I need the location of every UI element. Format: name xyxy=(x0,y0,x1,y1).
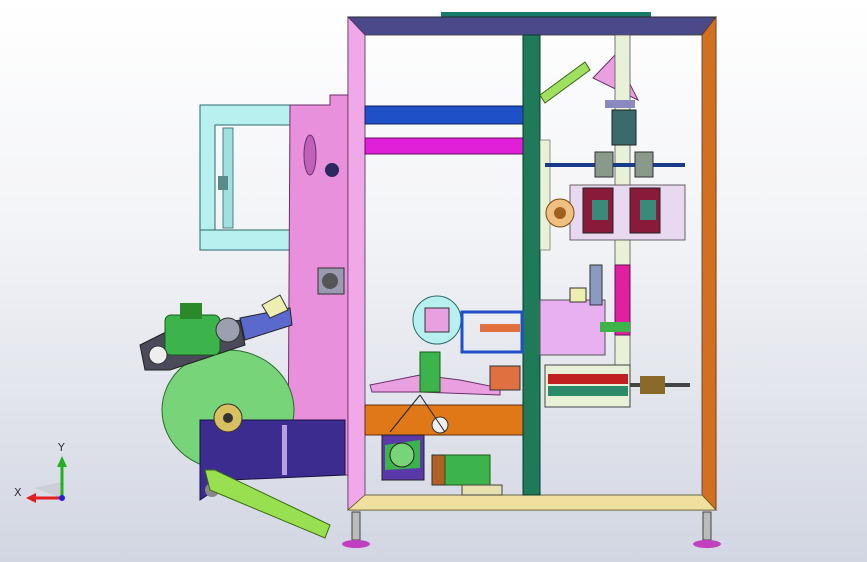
inclined-link[interactable] xyxy=(539,61,591,104)
bag-cutter[interactable] xyxy=(412,295,524,354)
triad-y-label: Y xyxy=(58,441,65,454)
main-frame[interactable] xyxy=(346,12,717,512)
triad-x-label: X xyxy=(14,486,22,499)
blue-bar[interactable] xyxy=(364,105,524,125)
vertical-sealer[interactable] xyxy=(539,139,686,251)
pneumatic-cylinder[interactable] xyxy=(369,351,690,408)
lever-arm[interactable] xyxy=(204,469,331,539)
film-guide-bracket[interactable] xyxy=(199,104,301,251)
horizontal-sealer[interactable] xyxy=(539,264,631,356)
center-post[interactable] xyxy=(522,34,541,496)
magenta-bar[interactable] xyxy=(364,137,524,155)
coordinate-triad xyxy=(26,456,67,503)
machine-legs xyxy=(342,511,721,548)
unwind-motor[interactable] xyxy=(139,294,293,371)
drive-motor[interactable] xyxy=(381,394,503,496)
pink-side-plate[interactable] xyxy=(287,94,349,476)
purple-bracket[interactable] xyxy=(199,403,346,501)
